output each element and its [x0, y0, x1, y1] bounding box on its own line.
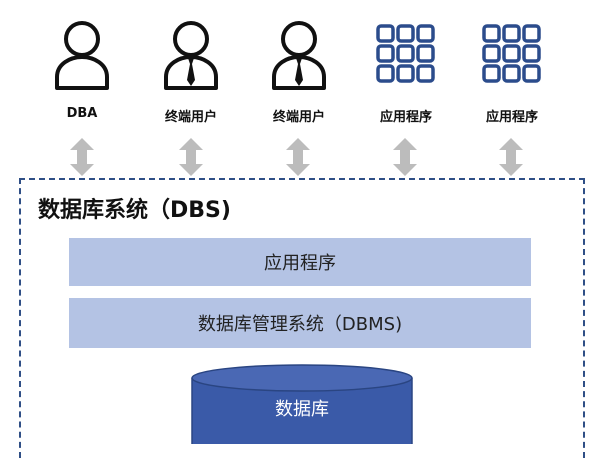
- person-icon: [55, 21, 109, 90]
- actor-application: 应用程序: [361, 18, 451, 133]
- app-grid-icon: [482, 24, 541, 83]
- database-label: 数据库: [275, 399, 329, 420]
- bidirectional-arrow-icon: [179, 138, 203, 176]
- dbs-boundary: [19, 178, 585, 458]
- application-layer: 应用程序: [69, 238, 531, 286]
- actor-end-user: 终端用户: [254, 18, 344, 133]
- bidirectional-arrow-icon: [499, 138, 523, 176]
- actor-label: DBA: [66, 106, 98, 121]
- actor-label: 应用程序: [379, 110, 432, 125]
- bidirectional-arrow-icon: [286, 138, 310, 176]
- actor-label: 终端用户: [164, 110, 217, 125]
- actor-label: 终端用户: [272, 110, 325, 125]
- database-cylinder-icon: [191, 364, 413, 444]
- actor-label: 应用程序: [485, 110, 538, 125]
- database-cylinder: 数据库: [191, 364, 413, 444]
- person-with-tie-icon: [164, 21, 218, 90]
- actor-dba: DBA: [37, 18, 127, 133]
- dbms-layer: 数据库管理系统（DBMS): [69, 298, 531, 348]
- bidirectional-arrow-icon: [70, 138, 94, 176]
- dbs-title: 数据库系统（DBS): [38, 198, 231, 223]
- bidirectional-arrow-icon: [393, 138, 417, 176]
- person-with-tie-icon: [272, 21, 326, 90]
- app-grid-icon: [376, 24, 435, 83]
- actor-end-user: 终端用户: [146, 18, 236, 133]
- actor-application: 应用程序: [467, 18, 557, 133]
